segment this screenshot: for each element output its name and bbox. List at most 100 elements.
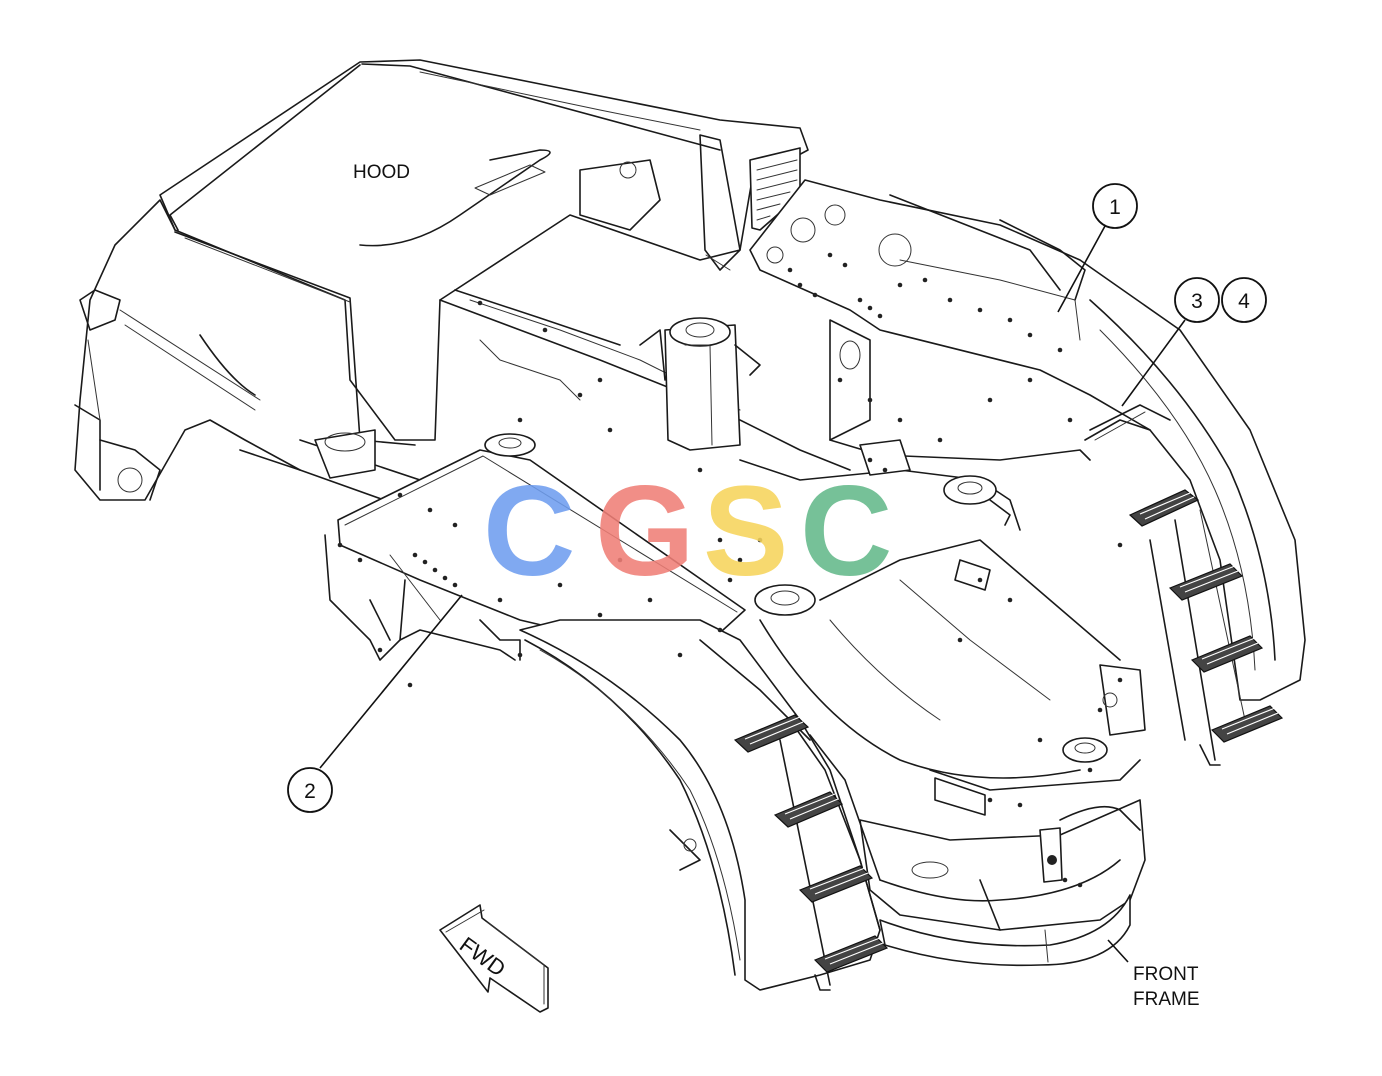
- step: [773, 791, 844, 828]
- bolt-hole: [432, 567, 438, 573]
- bolt-hole: [577, 392, 583, 398]
- bolt-hole: [737, 557, 743, 563]
- front-frame-label-line2: FRAME: [1133, 989, 1200, 1010]
- bolt-hole: [827, 252, 833, 258]
- bolt-hole: [1097, 707, 1103, 713]
- callout-4: 4: [1221, 277, 1267, 323]
- bolt-hole: [867, 305, 873, 311]
- step: [1128, 489, 1200, 527]
- bolt-hole: [1017, 802, 1023, 808]
- right-ladder-steps: [1128, 489, 1284, 766]
- watermark-letter-c2: C: [800, 460, 892, 603]
- bolt-hole: [842, 262, 848, 268]
- callout-3-number: 3: [1191, 290, 1203, 313]
- bolt-hole: [477, 300, 483, 306]
- bolt-hole: [1027, 332, 1033, 338]
- bolt-hole: [1027, 377, 1033, 383]
- bolt-hole: [542, 327, 548, 333]
- forward-direction-arrow: FWD: [439, 904, 549, 1013]
- step: [1190, 635, 1264, 673]
- bolt-hole: [597, 377, 603, 383]
- callout-2-number: 2: [304, 780, 316, 803]
- bolt-hole: [407, 682, 413, 688]
- front-frame-leader: [1107, 939, 1129, 963]
- bolt-hole: [377, 647, 383, 653]
- bolt-hole: [717, 627, 723, 633]
- bolt-hole: [1067, 417, 1073, 423]
- callout-3: 3: [1121, 277, 1220, 407]
- bolt-hole: [497, 597, 503, 603]
- callout-1: 1: [1057, 183, 1138, 313]
- bolt-hole: [897, 417, 903, 423]
- bolt-hole: [557, 582, 563, 588]
- bolt-hole: [617, 557, 623, 563]
- bolt-hole: [867, 397, 873, 403]
- front-frame: [739, 439, 1146, 967]
- bolt-hole: [947, 297, 953, 303]
- bolt-hole: [1007, 317, 1013, 323]
- bolt-hole: [797, 282, 803, 288]
- bolt-hole: [787, 267, 793, 273]
- bolt-hole: [922, 277, 928, 283]
- bolt-hole: [757, 537, 763, 543]
- bolt-hole: [427, 507, 433, 513]
- bolt-hole: [412, 552, 418, 558]
- bolt-hole: [877, 313, 883, 319]
- bolt-hole: [1037, 737, 1043, 743]
- bolt-hole: [987, 797, 993, 803]
- bolt-hole: [452, 582, 458, 588]
- bolt-hole: [397, 492, 403, 498]
- callout-1-number: 1: [1109, 196, 1121, 219]
- bolt-hole: [977, 307, 983, 313]
- step: [813, 935, 889, 973]
- watermark-letter-c1: C: [483, 460, 575, 603]
- watermark-letter-g: G: [595, 460, 695, 603]
- bolt-hole: [837, 377, 843, 383]
- rear-frame: [239, 289, 851, 661]
- front-frame-label-line1: FRONT: [1133, 964, 1199, 985]
- bolt-hole: [422, 559, 428, 565]
- step: [733, 714, 810, 753]
- bolt-hole: [357, 557, 363, 563]
- bolt-hole: [717, 537, 723, 543]
- left-ladder-steps: [733, 714, 889, 991]
- bolt-hole: [957, 637, 963, 643]
- bolt-hole: [1117, 542, 1123, 548]
- callout-2: 2: [287, 594, 463, 813]
- cgsc-watermark: C G S C: [483, 460, 892, 603]
- bolt-hole: [442, 575, 448, 581]
- hood-label: HOOD: [353, 162, 410, 183]
- bolt-hole: [1007, 597, 1013, 603]
- bolt-hole: [1062, 877, 1068, 883]
- bolt-hole: [697, 467, 703, 473]
- bolt-hole: [727, 577, 733, 583]
- bolt-hole: [1077, 882, 1083, 888]
- bolt-hole: [977, 577, 983, 583]
- watermark-letter-s: S: [703, 460, 788, 603]
- bolt-hole: [897, 282, 903, 288]
- bolt-hole: [677, 652, 683, 658]
- bolt-hole: [452, 522, 458, 528]
- step: [1168, 563, 1244, 601]
- bolt-hole: [987, 397, 993, 403]
- step: [798, 865, 874, 903]
- bolt-hole: [517, 652, 523, 658]
- bolt-hole: [1117, 677, 1123, 683]
- bolt-hole: [1087, 767, 1093, 773]
- bolt-hole: [607, 427, 613, 433]
- bolt-hole: [337, 542, 343, 548]
- callout-4-number: 4: [1238, 290, 1250, 313]
- bolt-hole: [882, 467, 888, 473]
- bolt-hole: [812, 292, 818, 298]
- hood-body: [74, 59, 809, 501]
- bolt-hole: [517, 417, 523, 423]
- bolt-hole: [937, 437, 943, 443]
- bolt-hole: [597, 612, 603, 618]
- bolt-hole: [867, 457, 873, 463]
- bolt-hole: [857, 297, 863, 303]
- bolt-holes: [337, 252, 1123, 888]
- step: [1210, 705, 1284, 743]
- bolt-hole: [1057, 347, 1063, 353]
